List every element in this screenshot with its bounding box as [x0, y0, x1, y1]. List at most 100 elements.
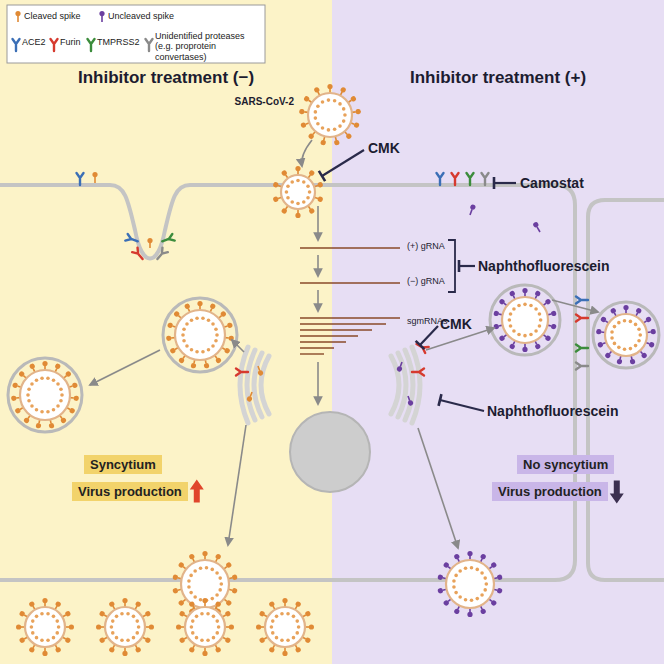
receptor-symbol	[13, 39, 20, 51]
virion-part	[126, 638, 130, 642]
virion-part	[46, 612, 50, 616]
virion-part	[306, 196, 310, 200]
receptor-symbol	[437, 173, 444, 185]
spike-symbol-part	[334, 139, 340, 145]
virion	[16, 598, 74, 656]
flow-arrow	[317, 255, 319, 276]
spike-symbol	[197, 301, 202, 310]
spike-symbol-part	[303, 95, 310, 102]
spike-symbol-part	[497, 588, 503, 594]
receptor-symbol-part	[161, 234, 175, 245]
spike-symbol	[468, 204, 477, 216]
virion-part	[27, 399, 31, 403]
receptor-symbol	[125, 234, 139, 245]
spike-symbol	[202, 551, 207, 560]
golgi-part	[261, 356, 269, 414]
virion-part	[132, 636, 136, 640]
virion-part	[342, 107, 346, 111]
spike-symbol-part	[15, 11, 20, 16]
virion-part	[475, 597, 479, 601]
spike-symbol	[467, 551, 472, 560]
virion-part	[512, 329, 516, 333]
spike-symbol-part	[340, 86, 347, 93]
virion-part	[280, 638, 284, 642]
virion-part	[517, 333, 521, 337]
spike-symbol-part	[308, 207, 315, 214]
spike-symbol-part	[28, 646, 35, 653]
outcome-text: Syncytium	[90, 457, 156, 472]
virion-part	[111, 631, 115, 635]
spike-symbol	[96, 624, 105, 629]
inhibition-symbol	[459, 260, 475, 272]
spike-symbol	[147, 238, 152, 248]
rna-lines	[300, 248, 400, 354]
virion-part	[206, 638, 210, 642]
spike-symbol-part	[307, 133, 314, 140]
virion-part	[214, 339, 218, 343]
spike-symbol-part	[551, 323, 557, 329]
left-ground	[0, 0, 332, 664]
virion-part	[343, 113, 347, 117]
spike-symbol-part	[645, 316, 652, 323]
spike-symbol-part	[28, 601, 35, 608]
virion-part	[458, 595, 462, 599]
virion-part	[181, 333, 185, 337]
virion-part	[286, 638, 290, 642]
spike-symbol-part	[470, 204, 477, 211]
spike-symbol-part	[232, 574, 238, 580]
spike-symbol-part	[272, 181, 279, 188]
cell-membrane	[0, 185, 664, 580]
spike-symbol-part	[202, 598, 207, 603]
virion-part	[280, 612, 284, 616]
virion-part	[200, 612, 204, 616]
inhibition-symbol-part	[319, 171, 325, 181]
spike-symbol-part	[101, 16, 103, 22]
receptor-symbol	[155, 248, 168, 262]
spike-symbol	[42, 598, 47, 607]
virion-part	[190, 318, 194, 322]
spike-symbol-part	[184, 303, 191, 310]
virion-part	[193, 569, 197, 573]
virion-part	[190, 625, 194, 629]
virion-part	[470, 598, 474, 602]
inhibition-symbol	[416, 326, 438, 349]
virion-part	[286, 196, 290, 200]
spike-symbol-part	[480, 608, 487, 615]
virion-part	[115, 615, 119, 619]
virion-part	[111, 619, 115, 623]
receptor-symbol-part	[146, 39, 153, 51]
receptor-symbol	[77, 173, 84, 185]
receptor-symbol-part	[412, 369, 424, 376]
virion-part	[617, 321, 621, 325]
spike-symbol-part	[544, 335, 551, 342]
spike-symbol	[256, 365, 264, 376]
receptor-symbol-part	[132, 248, 145, 262]
spike-symbol-part	[224, 610, 231, 617]
virion-part	[55, 631, 59, 635]
virion-part	[629, 347, 633, 351]
rna-lines-part	[300, 353, 324, 354]
virion-part	[316, 122, 320, 126]
spike-symbol-part	[176, 624, 181, 629]
virion-part	[8, 358, 82, 432]
virion-part	[200, 638, 204, 642]
virion-part	[321, 126, 325, 130]
virion-part	[189, 574, 193, 578]
receptor-symbol	[576, 345, 588, 352]
virion-part	[292, 615, 296, 619]
virion-part	[120, 638, 124, 642]
spike-symbol-part	[149, 624, 154, 629]
virion-part	[212, 615, 216, 619]
virion-part	[35, 615, 39, 619]
spike-symbol-part	[295, 166, 300, 171]
virion-part	[52, 408, 56, 412]
virion-part	[31, 631, 35, 635]
spike-symbol-part	[64, 637, 71, 644]
virion-part	[35, 378, 39, 382]
spike-symbol-part	[467, 551, 472, 556]
receptor-symbol	[467, 173, 474, 185]
virion-part	[191, 631, 195, 635]
virion	[299, 84, 361, 146]
receptor-symbol-part	[576, 297, 588, 304]
spike-symbol-part	[220, 310, 227, 317]
